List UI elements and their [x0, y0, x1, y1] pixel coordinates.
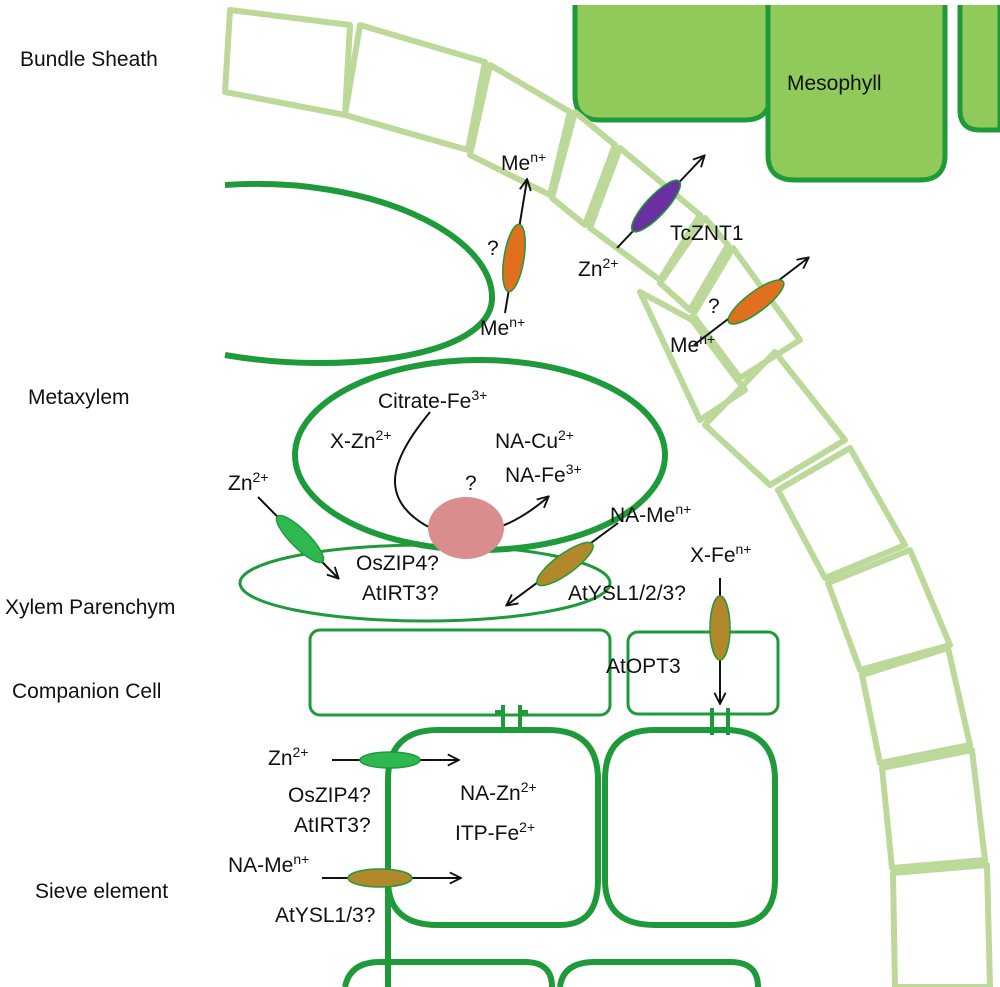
na-me-se-label: NA-Men+	[228, 851, 309, 877]
bundle-sheath-cell	[859, 645, 973, 766]
atysl13-label: AtYSL1/3?	[275, 904, 375, 927]
na-zn-label: NA-Zn2+	[460, 779, 537, 805]
bundle-sheath-cell	[890, 862, 993, 987]
me-top-label: Men+	[501, 149, 546, 175]
transporters	[275, 179, 785, 888]
bundle-sheath-cell	[775, 445, 908, 581]
atopt3-label: AtOPT3	[606, 655, 681, 678]
oszip4-transporter-xp	[275, 514, 325, 564]
bundle-sheath-cell	[222, 7, 353, 118]
oszip4-xp-label: OsZIP4?	[356, 552, 439, 575]
bundle-sheath-cell	[879, 747, 988, 871]
itp-fe-label: ITP-Fe2+	[455, 819, 535, 845]
bundle-sheath-cell	[549, 109, 618, 228]
unknown-transporter-left	[502, 223, 526, 293]
atysl13-transporter-se	[347, 868, 413, 888]
me-bottom-label: Men+	[480, 314, 525, 340]
sieve-elements	[342, 727, 778, 987]
bundle-sheath-cell	[690, 245, 803, 381]
x-fe-label: X-Fen+	[690, 541, 751, 567]
tcznt1-label: TcZNT1	[670, 222, 744, 245]
metaxylem-vessels	[224, 180, 668, 553]
label-metaxylem: Metaxylem	[28, 386, 130, 409]
tissue-labels: Bundle Sheath Mesophyll Metaxylem Xylem …	[5, 48, 882, 903]
x-zn-label: X-Zn2+	[330, 427, 391, 453]
label-xylem-parenchyma: Xylem Parenchym	[5, 596, 175, 619]
question-right: ?	[708, 295, 720, 318]
mesophyll-cells	[572, 5, 1000, 183]
na-cu-label: NA-Cu2+	[495, 427, 574, 453]
metaxylem-labels: Citrate-Fe3+ X-Zn2+ NA-Cu2+ NA-Fe3+ ?	[330, 387, 582, 495]
bundle-sheath-cells	[222, 7, 993, 987]
question-metaxylem: ?	[465, 472, 477, 495]
me-right-label: Men+	[670, 331, 715, 357]
sieve-element-labels: Zn2+ OsZIP4? AtIRT3? NA-Zn2+ ITP-Fe2+ NA…	[228, 744, 537, 927]
xylem-parenchyma-labels: Zn2+ OsZIP4? AtIRT3? NA-Men+ AtYSL1/2/3?…	[228, 469, 751, 678]
zn-se-label: Zn2+	[268, 744, 308, 770]
na-me-xp-label: NA-Men+	[610, 501, 691, 527]
unknown-transporter-right	[727, 279, 785, 325]
bundle-sheath-cell	[702, 349, 848, 488]
pink-transporter	[428, 497, 504, 559]
citrate-fe-label: Citrate-Fe3+	[378, 387, 487, 413]
label-sieve-element: Sieve element	[35, 880, 168, 903]
tcznt1-transporter	[630, 179, 682, 233]
zn-xp-label: Zn2+	[228, 469, 268, 495]
bundle-sheath-transport-labels: Men+ ? Men+ TcZNT1 Zn2+ ? Men+	[480, 149, 744, 357]
atirt3-se-label: AtIRT3?	[294, 814, 371, 837]
atopt3-transporter	[709, 595, 731, 661]
zn-bs-label: Zn2+	[578, 255, 618, 281]
label-bundle-sheath: Bundle Sheath	[20, 48, 158, 71]
plasmodesmata	[495, 705, 730, 735]
label-mesophyll: Mesophyll	[787, 72, 882, 95]
bundle-sheath-cell	[657, 215, 731, 313]
oszip4-transporter-se	[359, 751, 421, 769]
label-companion-cell: Companion Cell	[12, 680, 161, 703]
atirt3-xp-label: AtIRT3?	[362, 582, 439, 605]
atysl-transporter-xp	[536, 541, 594, 587]
oszip4-se-label: OsZIP4?	[288, 784, 371, 807]
xylem-parenchyma-cell	[238, 543, 612, 623]
na-fe-label: NA-Fe3+	[505, 461, 582, 487]
bundle-sheath-cell	[342, 22, 488, 153]
question-left: ?	[487, 237, 499, 260]
companion-cells	[308, 628, 780, 717]
bundle-sheath-cell	[825, 547, 953, 673]
atysl123-label: AtYSL1/2/3?	[568, 582, 686, 605]
bundle-sheath-cell	[637, 289, 748, 423]
